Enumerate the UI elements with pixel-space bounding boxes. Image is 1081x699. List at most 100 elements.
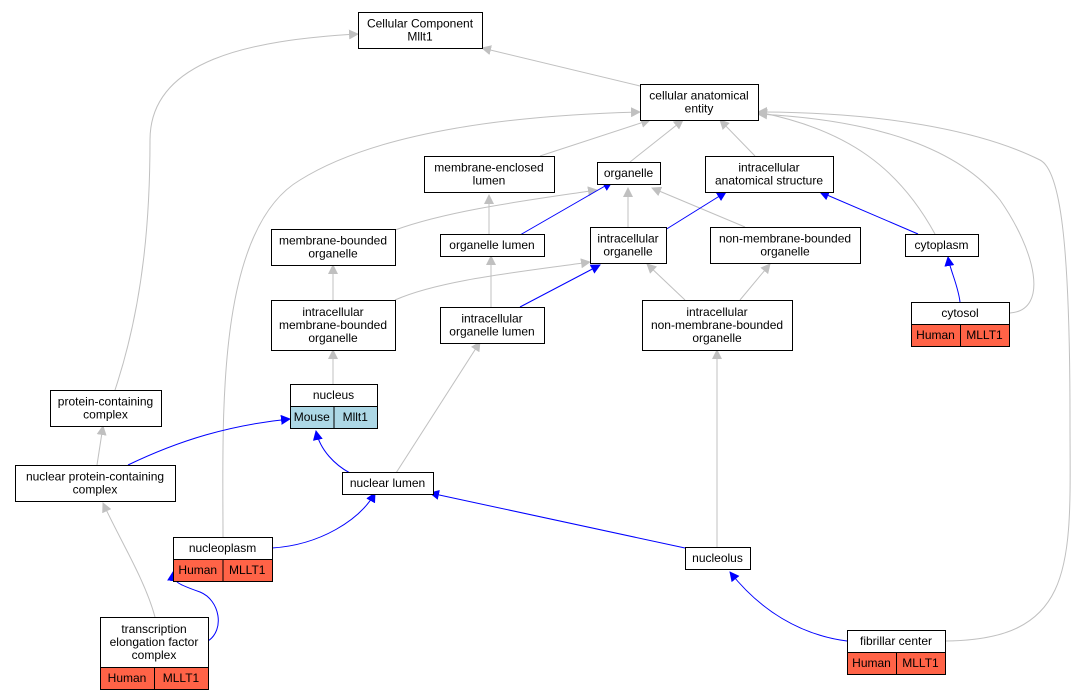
- node-nmbo-label-0: non-membrane-bounded: [719, 232, 851, 246]
- node-tefc-annotation-0: Human: [108, 671, 147, 685]
- edge-cae-cc: [481, 45, 641, 87]
- node-ias-label-0: intracellular: [738, 161, 799, 175]
- edge-np-nl: [271, 492, 376, 549]
- node-nucleolus: nucleolus: [685, 547, 751, 570]
- edge-mel-cae: [539, 118, 651, 157]
- node-inmbo: intracellularnon-membrane-boundedorganel…: [642, 300, 793, 351]
- node-nuc-label-0: nucleus: [313, 388, 354, 402]
- annotation-cell: [896, 652, 946, 675]
- edge-ias-cae: [719, 119, 756, 157]
- node-fc-annotation-0: Human: [852, 656, 891, 670]
- node-nl: nuclear lumen: [342, 472, 434, 495]
- edges: [96, 29, 1071, 642]
- edge-cyt-cae: [757, 108, 936, 235]
- edge-inmbo-io: [646, 263, 686, 301]
- annotation-cell: [960, 324, 1010, 347]
- node-pcc-label-1: complex: [83, 408, 128, 422]
- edge-fc-cae: [757, 107, 1071, 642]
- edge-imbo-io: [394, 258, 591, 301]
- node-imbo-label-2: organelle: [308, 331, 358, 345]
- node-nl-label-0: nuclear lumen: [350, 476, 425, 490]
- node-npcc-label-1: complex: [73, 483, 118, 497]
- node-io-label-0: intracellular: [597, 232, 658, 246]
- node-nuc-annotation-1: Mllt1: [343, 410, 369, 424]
- node-cyt-label-0: cytoplasm: [914, 238, 968, 252]
- edge-inmbo-nmbo: [739, 263, 771, 301]
- edge-np-cae: [222, 107, 641, 538]
- edge-nmbo-org: [651, 186, 746, 228]
- node-cytosol-annotation-1: MLLT1: [966, 328, 1003, 342]
- node-nuc-annotation-0: Mouse: [294, 410, 330, 424]
- node-inmbo-label-1: non-membrane-bounded: [651, 318, 783, 332]
- edge-ol-org: [519, 181, 613, 236]
- node-io-label-1: organelle: [603, 245, 653, 259]
- edge-pcc-cc: [114, 29, 359, 391]
- edge-cytosol-cae: [757, 109, 1035, 314]
- edge-io-ias: [664, 191, 727, 231]
- node-ol: organelle lumen: [440, 234, 545, 257]
- edge-org-cae: [629, 119, 684, 163]
- annotation-cell: [222, 559, 273, 582]
- edge-mbo-org: [394, 186, 598, 231]
- annotation-cell: [333, 406, 378, 429]
- node-mel-label-0: membrane-enclosed: [434, 161, 543, 175]
- node-cae-label-0: cellular anatomical: [649, 89, 748, 103]
- node-nmbo-label-1: organelle: [760, 245, 810, 259]
- node-np-annotation-0: Human: [178, 563, 217, 577]
- node-ol-label-0: organelle lumen: [449, 238, 534, 252]
- annotation-cell: [154, 667, 209, 690]
- node-cc-label-0: Cellular Component: [367, 17, 474, 31]
- node-tefc-label-2: complex: [132, 648, 177, 662]
- edge-nl-iol: [395, 341, 481, 474]
- node-np-annotation-1: MLLT1: [229, 563, 266, 577]
- edge-fc-nucleolus: [729, 571, 848, 642]
- node-tefc-annotation-1: MLLT1: [163, 671, 200, 685]
- node-tefc-label-1: elongation factor: [110, 635, 199, 649]
- node-npcc-label-0: nuclear protein-containing: [26, 470, 164, 484]
- node-cae-label-1: entity: [685, 102, 714, 116]
- edge-iol-io: [519, 264, 601, 308]
- edge-nucleolus-nl: [429, 490, 686, 549]
- node-nucleolus-label-0: nucleolus: [692, 551, 743, 565]
- node-imbo-label-0: intracellular: [302, 305, 363, 319]
- node-iol-label-0: intracellular: [461, 312, 522, 326]
- node-inmbo-label-2: organelle: [692, 331, 742, 345]
- node-cyt: cytoplasm: [905, 234, 979, 257]
- edge-npcc-pcc: [96, 425, 107, 466]
- node-pcc-label-0: protein-containing: [58, 395, 153, 409]
- edge-nl-nuc: [312, 430, 351, 474]
- node-mel-label-1: lumen: [473, 174, 506, 188]
- node-mbo-label-0: membrane-bounded: [279, 234, 387, 248]
- node-org: organelle: [597, 162, 661, 185]
- node-tefc-label-0: transcription: [121, 622, 186, 636]
- edge-cytosol-cyt: [944, 256, 961, 303]
- node-fc-annotation-1: MLLT1: [902, 656, 939, 670]
- node-org-label-0: organelle: [604, 166, 654, 180]
- node-imbo-label-1: membrane-bounded: [279, 318, 387, 332]
- edge-npcc-nuc: [127, 414, 291, 466]
- node-np-label-0: nucleoplasm: [189, 541, 256, 555]
- node-iol-label-1: organelle lumen: [449, 325, 534, 339]
- node-ias-label-1: anatomical structure: [715, 174, 823, 188]
- node-cytosol-annotation-0: Human: [916, 328, 955, 342]
- node-inmbo-label-0: intracellular: [686, 305, 747, 319]
- node-cc-label-1: Mllt1: [407, 30, 433, 44]
- edge-tefc-npcc: [102, 502, 156, 618]
